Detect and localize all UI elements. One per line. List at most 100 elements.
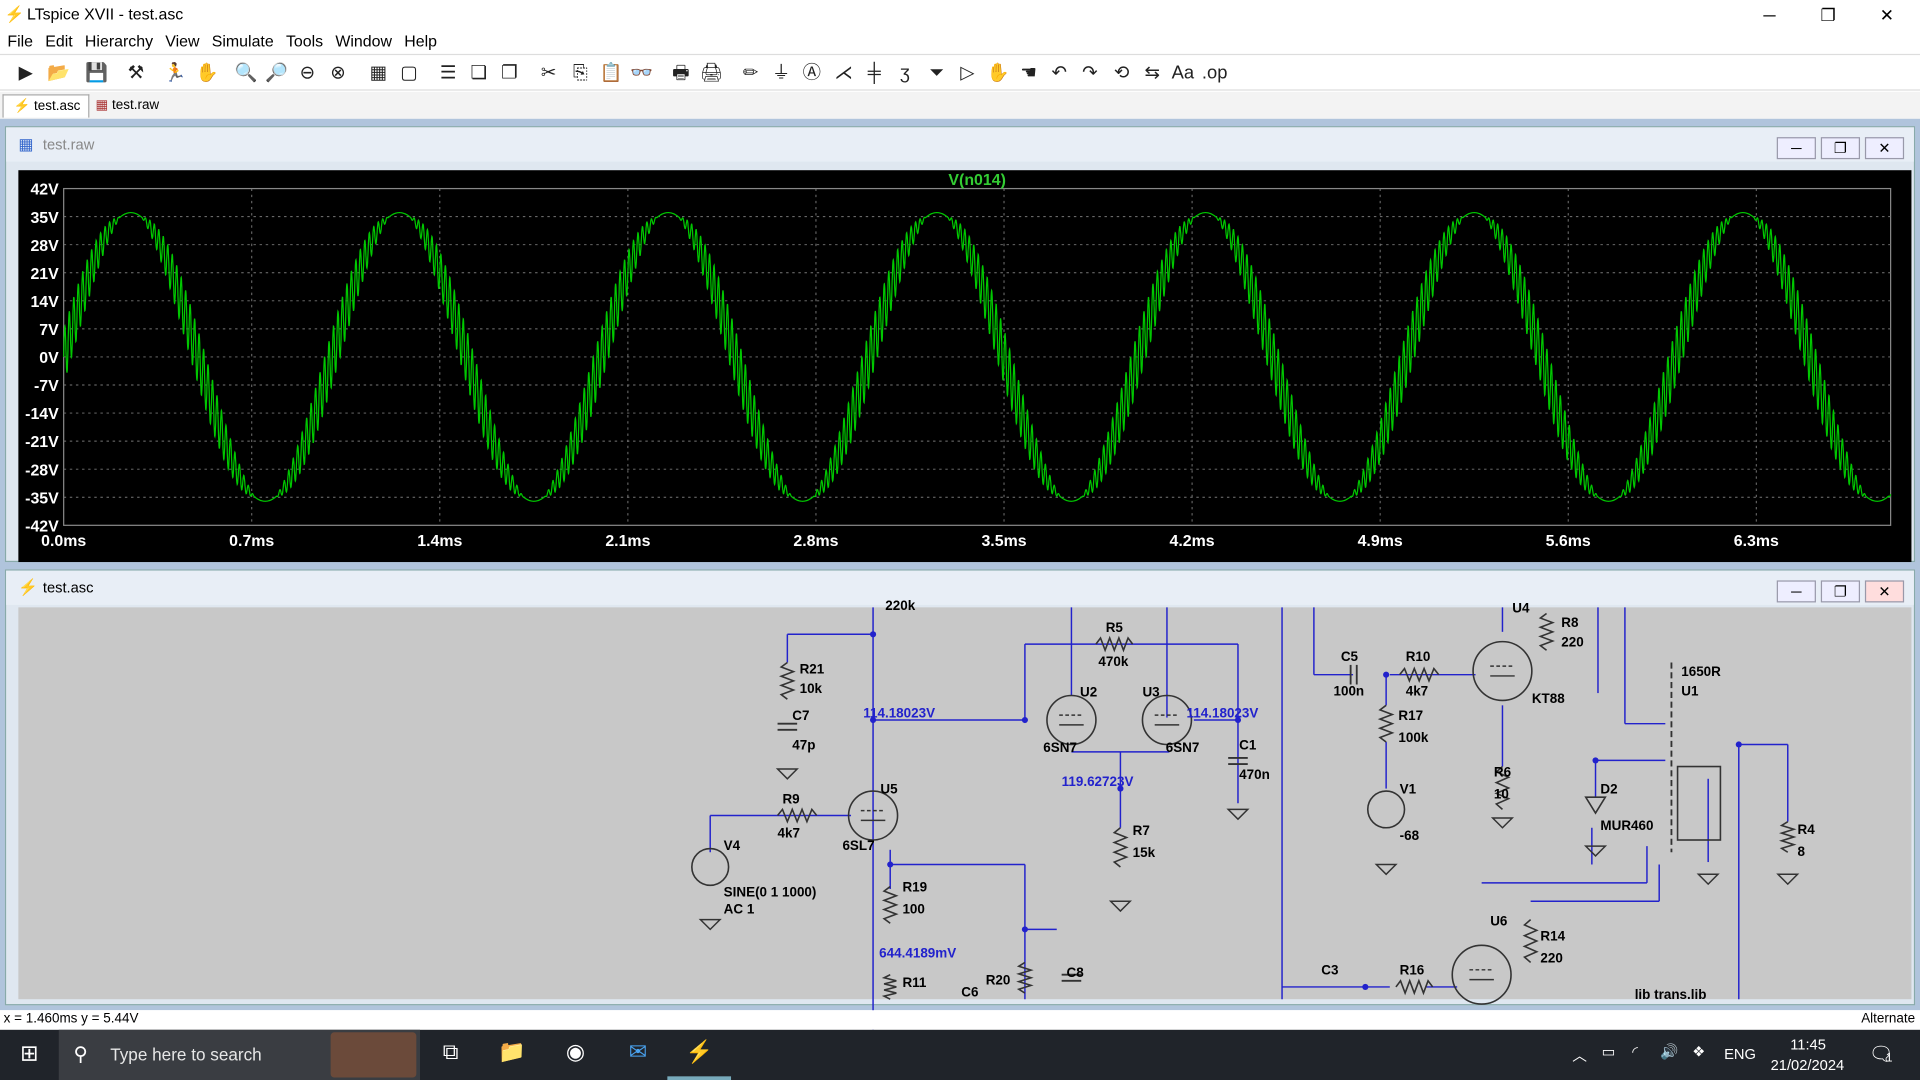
draw-wire-icon[interactable]: ✏ <box>742 62 759 84</box>
schematic-label: R5 <box>1106 620 1124 635</box>
component-icon[interactable]: ▷ <box>960 62 975 84</box>
ground-symbol <box>1696 873 1720 886</box>
schematic-label: 114.18023V <box>863 706 935 721</box>
minimize-button[interactable]: ─ <box>1763 4 1776 25</box>
diode-icon[interactable]: ⏷ <box>929 62 945 84</box>
print-icon[interactable]: 🖶 <box>672 62 690 84</box>
y-tick-label: 35V <box>30 210 59 227</box>
menu-help[interactable]: Help <box>404 31 437 51</box>
cascade-icon[interactable]: ❏ <box>470 62 488 84</box>
menu-bar: File Edit Hierarchy View Simulate Tools Window… <box>0 29 1920 54</box>
menu-file[interactable]: File <box>7 31 34 51</box>
run-icon[interactable]: 🏃 <box>163 62 187 84</box>
find-icon[interactable]: 👓 <box>630 62 654 84</box>
plot-restore-button[interactable]: ❐ <box>1820 137 1861 160</box>
text-icon[interactable]: Aa <box>1171 62 1195 84</box>
notification-icon[interactable]: 🗨 <box>1868 1044 1894 1066</box>
undo-icon[interactable]: ↶ <box>1051 62 1067 84</box>
schematic-restore-button[interactable]: ❐ <box>1820 580 1861 603</box>
x-tick-label: 4.9ms <box>1358 533 1403 550</box>
volume-icon[interactable]: 🔊 <box>1660 1043 1679 1061</box>
plot-minimize-button[interactable]: ─ <box>1776 137 1816 160</box>
drag-icon[interactable]: ☚ <box>1020 62 1037 84</box>
task-view-icon[interactable]: ⧉ <box>442 1039 459 1065</box>
close-button[interactable]: ✕ <box>1879 4 1895 25</box>
move-icon[interactable]: ✋ <box>986 62 1010 84</box>
windows-start-icon[interactable]: ⊞ <box>20 1040 39 1066</box>
redo-icon[interactable]: ↷ <box>1082 62 1098 84</box>
schematic-close-button[interactable]: ✕ <box>1864 580 1905 603</box>
mail-icon[interactable]: ✉ <box>628 1039 648 1065</box>
schematic-label: C1 <box>1239 737 1257 752</box>
schematic-title-bar[interactable]: ⚡ test.asc ─ ❐ ✕ <box>6 570 1914 605</box>
tray-expand-icon[interactable]: ︿ <box>1572 1046 1587 1065</box>
clock-date[interactable]: 21/02/2024 <box>1770 1056 1845 1074</box>
junction-dot <box>1021 926 1028 933</box>
rotate-icon[interactable]: ⟲ <box>1113 62 1130 84</box>
tile-horizontal-icon[interactable]: ☰ <box>439 62 457 84</box>
schematic-label: R17 <box>1398 708 1423 723</box>
file-explorer-icon[interactable]: 📁 <box>498 1039 526 1065</box>
resistor-icon[interactable]: ⋌ <box>834 62 853 84</box>
pan-hand-icon[interactable]: ✋ <box>195 62 219 84</box>
clock-time[interactable]: 11:45 <box>1790 1035 1826 1054</box>
menu-edit[interactable]: Edit <box>45 31 73 51</box>
tab-test-raw[interactable]: ▦ test.raw <box>95 97 160 113</box>
plot-close-button[interactable]: ✕ <box>1864 137 1905 160</box>
y-tick-label: -28V <box>25 462 59 479</box>
schematic-minimize-button[interactable]: ─ <box>1776 580 1816 603</box>
waveform-chart[interactable]: 42V35V28V21V14V7V0V-7V-14V-21V-28V-35V-4… <box>18 170 1911 562</box>
ltspice-taskbar-icon[interactable]: ⚡ <box>685 1039 713 1065</box>
menu-window[interactable]: Window <box>335 31 392 51</box>
y-tick-label: -21V <box>25 434 59 451</box>
zoom-in-icon[interactable]: 🔍 <box>234 62 258 84</box>
window-title: LTspice XVII - test.asc <box>26 4 184 24</box>
y-tick-label: 7V <box>39 322 59 339</box>
paste-icon[interactable]: 📋 <box>599 62 623 84</box>
copy-icon[interactable]: ⎘ <box>573 62 588 84</box>
y-tick-label: 14V <box>30 294 59 311</box>
cut-icon[interactable]: ✂ <box>540 62 557 84</box>
label-net-icon[interactable]: Ⓐ <box>802 62 822 84</box>
autorange-icon[interactable]: ▦ <box>369 62 388 84</box>
menu-hierarchy[interactable]: Hierarchy <box>84 31 154 51</box>
dropbox-icon[interactable]: ❖ <box>1692 1043 1706 1061</box>
language-indicator[interactable]: ENG <box>1724 1045 1756 1063</box>
menu-tools[interactable]: Tools <box>285 31 324 51</box>
schematic-label: 6SN7 <box>1166 740 1200 755</box>
zoom-out-icon[interactable]: ⊖ <box>299 62 316 84</box>
mirror-icon[interactable]: ⇆ <box>1144 62 1160 84</box>
waveform-title-bar[interactable]: ▦ test.raw ─ ❐ ✕ <box>6 127 1914 162</box>
ground-icon[interactable]: ⏚ <box>772 62 791 84</box>
tab-test-asc[interactable]: ⚡ test.asc <box>2 94 89 118</box>
spice-directive-icon[interactable]: .op <box>1201 62 1228 84</box>
save-icon[interactable]: 💾 <box>85 62 109 84</box>
taskbar-search[interactable]: ⚲ Type here to search <box>58 1029 421 1080</box>
chrome-icon[interactable]: ◉ <box>565 1039 586 1065</box>
capacitor-icon[interactable]: ╪ <box>867 62 881 84</box>
inductor-icon[interactable]: ʒ <box>899 62 910 84</box>
x-tick-label: 2.8ms <box>793 533 838 550</box>
open-folder-icon[interactable]: 📂 <box>47 62 71 84</box>
schematic-label: 4k7 <box>778 826 800 841</box>
battery-icon[interactable]: ▭ <box>1601 1043 1616 1061</box>
menu-view[interactable]: View <box>165 31 200 51</box>
document-tabs: ⚡ test.asc ▦ test.raw <box>0 91 1920 119</box>
tile-vertical-icon[interactable]: ❐ <box>501 62 518 84</box>
fit-axes-icon[interactable]: ▢ <box>400 62 418 84</box>
print-preview-icon[interactable]: 🖨 <box>699 62 724 84</box>
menu-simulate[interactable]: Simulate <box>211 31 274 51</box>
new-schematic-icon[interactable]: ▶ <box>18 62 33 84</box>
wifi-icon[interactable]: ◜ <box>1632 1043 1638 1061</box>
restore-button[interactable]: ❐ <box>1820 4 1836 25</box>
zoom-fit-icon[interactable]: ⊗ <box>330 62 346 84</box>
schematic-label: 10k <box>800 681 823 696</box>
zoom-pan-icon[interactable]: 🔎 <box>265 62 289 84</box>
control-panel-icon[interactable]: ⚒ <box>127 62 145 84</box>
ground-symbol <box>775 768 799 780</box>
